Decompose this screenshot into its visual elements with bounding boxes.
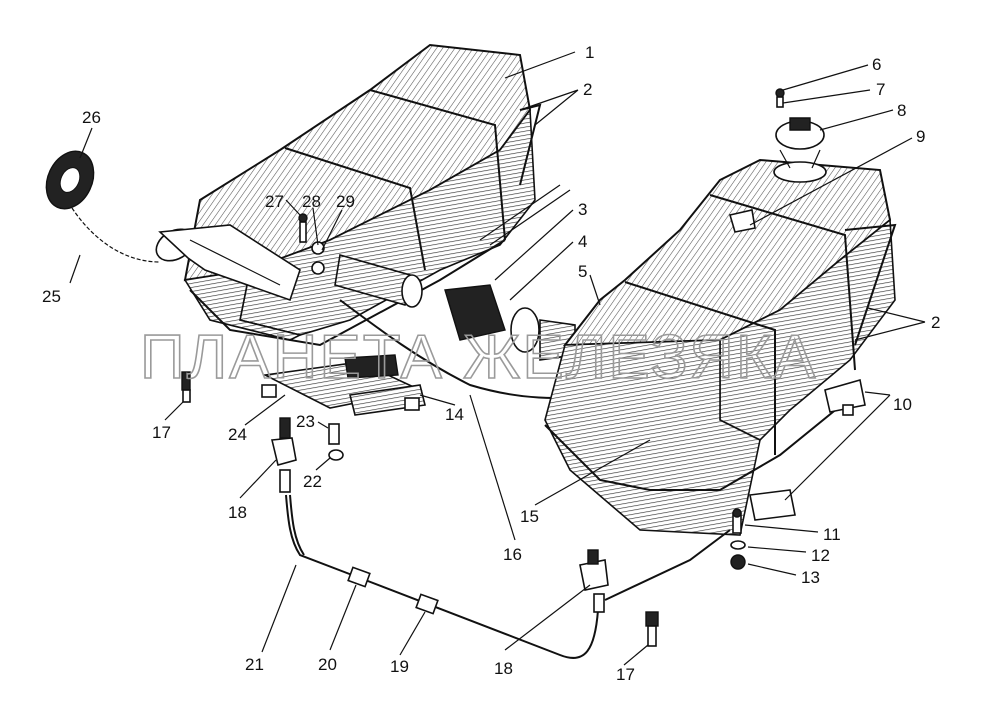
right-small-parts xyxy=(730,88,785,570)
callout-23: 23 xyxy=(296,412,315,431)
cap-chain xyxy=(71,207,161,263)
right-fuel-tank xyxy=(544,117,897,536)
pipe-clamp-20 xyxy=(347,566,371,588)
left-fuel-tank xyxy=(183,43,542,347)
callout-1: 1 xyxy=(585,43,594,62)
fuel-coupling xyxy=(334,184,576,361)
fuel-line-assembly xyxy=(181,371,731,659)
callout-17-left: 17 xyxy=(152,423,171,442)
callout-16: 16 xyxy=(503,545,522,564)
right-tank-strap-2 xyxy=(709,194,856,371)
leader-lines xyxy=(69,51,926,666)
callout-8: 8 xyxy=(897,101,906,120)
callout-4: 4 xyxy=(578,232,587,251)
callout-labels: 1 2 3 4 5 6 7 8 9 2 10 11 12 13 14 15 16… xyxy=(42,43,940,684)
filler-neck xyxy=(155,224,301,302)
callout-2-left: 2 xyxy=(583,80,592,99)
callout-12: 12 xyxy=(811,546,830,565)
callout-11: 11 xyxy=(823,525,841,544)
callout-26: 26 xyxy=(82,108,101,127)
callout-20: 20 xyxy=(318,655,337,674)
callout-18-right: 18 xyxy=(494,659,513,678)
mounting-bracket xyxy=(261,354,426,416)
left-tank-strap-2 xyxy=(369,89,506,241)
left-tank-strap-1 xyxy=(284,147,426,271)
right-tank-side xyxy=(544,339,761,536)
callout-2-right: 2 xyxy=(931,313,940,332)
right-tank-frame xyxy=(544,389,861,491)
callout-29: 29 xyxy=(336,192,355,211)
left-small-parts xyxy=(298,213,325,275)
callout-22: 22 xyxy=(303,472,322,491)
pipe-clamp-19 xyxy=(415,593,439,615)
callout-27: 27 xyxy=(265,192,284,211)
callout-19: 19 xyxy=(390,657,409,676)
callout-15: 15 xyxy=(520,507,539,526)
main-fuel-pipe xyxy=(285,494,599,659)
callout-10: 10 xyxy=(893,395,912,414)
right-tank-strap-3 xyxy=(844,223,897,346)
callout-5: 5 xyxy=(578,262,587,281)
left-tank-frame xyxy=(189,239,506,347)
callout-13: 13 xyxy=(801,568,820,587)
callout-21: 21 xyxy=(245,655,264,674)
callout-6: 6 xyxy=(872,55,881,74)
callout-24: 24 xyxy=(228,425,247,444)
callout-28: 28 xyxy=(302,192,321,211)
callout-17-right: 17 xyxy=(616,665,635,684)
callout-7: 7 xyxy=(876,80,885,99)
fuel-cap xyxy=(45,150,161,263)
callout-9: 9 xyxy=(916,127,925,146)
right-tank-strap-1 xyxy=(624,281,776,455)
callout-18-left: 18 xyxy=(228,503,247,522)
watermark-text: ПЛАНЕТА ЖЕЛЕЗЯКА xyxy=(140,323,817,392)
callout-25: 25 xyxy=(42,287,61,306)
callout-3: 3 xyxy=(578,200,587,219)
callout-14: 14 xyxy=(445,405,464,424)
